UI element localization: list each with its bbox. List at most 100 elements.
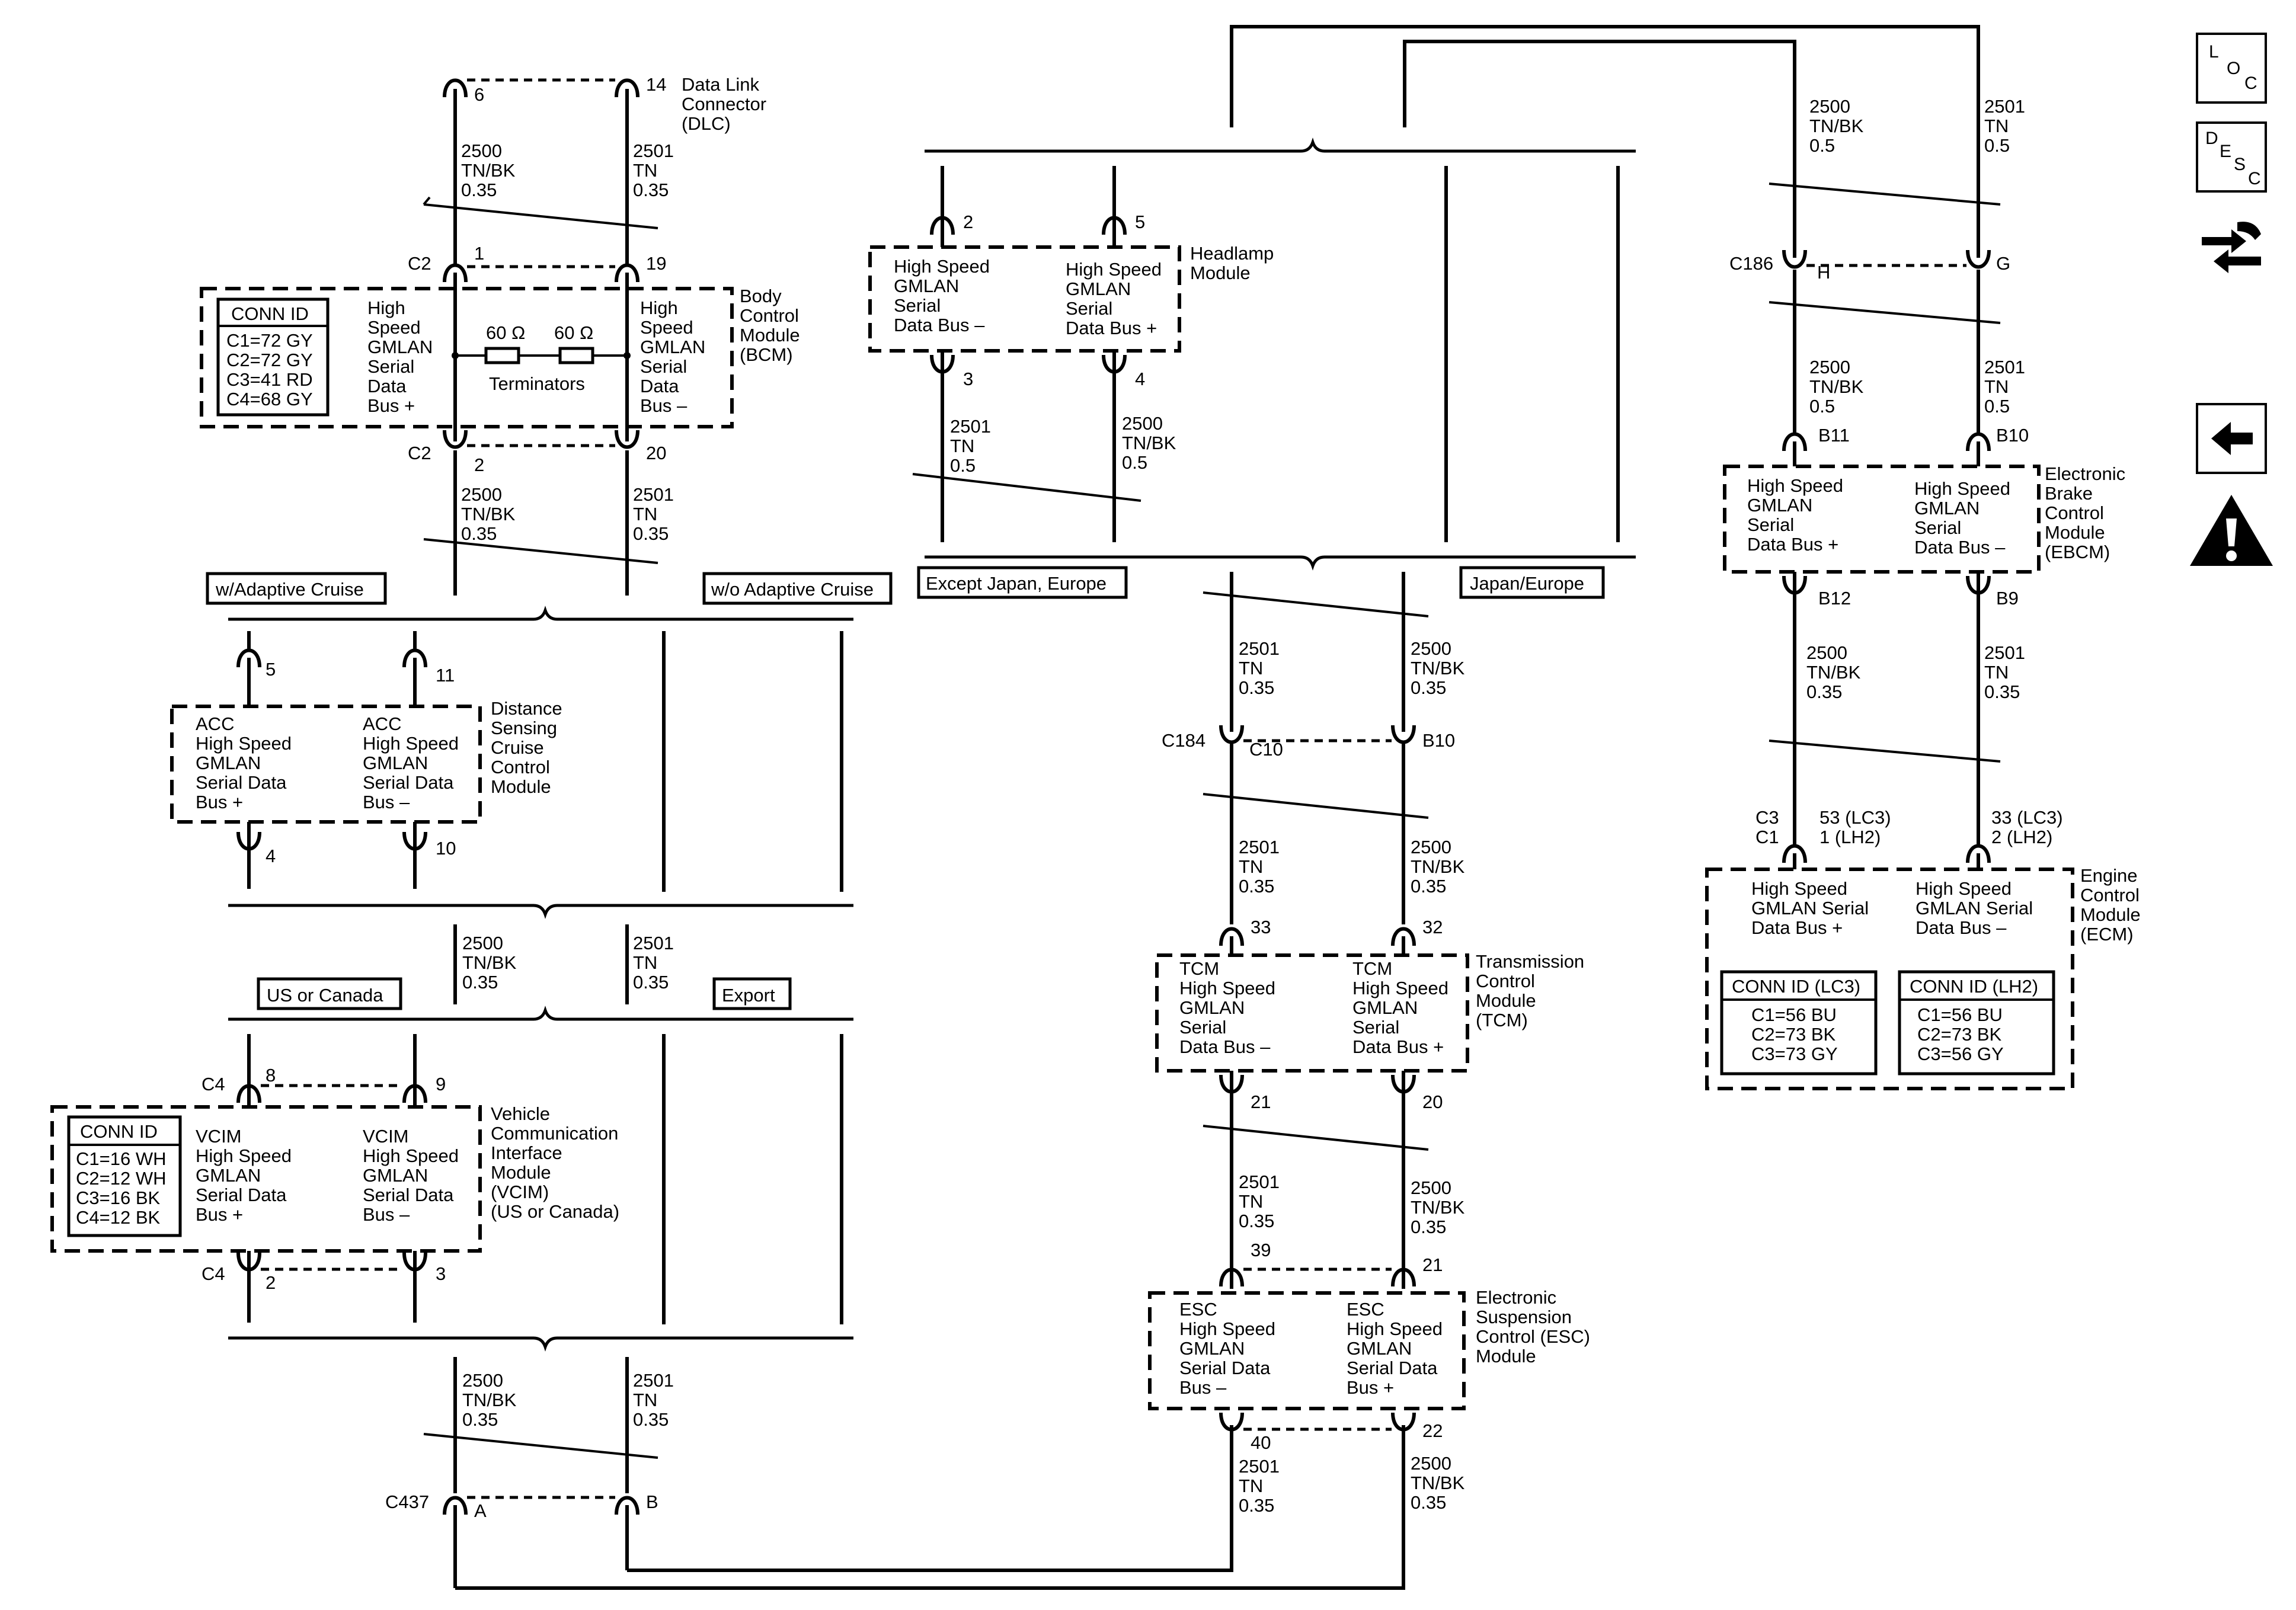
connector-transfer-icon[interactable]	[2196, 210, 2267, 281]
dlc-pin-14: 14	[646, 74, 666, 95]
option-japan: Japan/Europe	[1470, 573, 1584, 594]
desc-letter-s: S	[2234, 155, 2246, 174]
bcm-module: C2 1 19 CONN ID C1=72 GY C2=72 GY C3=41 …	[200, 243, 800, 475]
option-bracket-region	[228, 1006, 853, 1021]
option-export-box	[712, 977, 792, 1010]
ecm-conn-lh2-c2: C2=73 BK	[1917, 1024, 2002, 1045]
bcm-resistor-1	[484, 347, 520, 364]
option-bracket-lamp-end	[925, 555, 1636, 571]
headlamp-pin-2: 2	[963, 212, 973, 232]
bcm-pin-20: 20	[646, 443, 666, 463]
option-adaptive-box	[206, 572, 387, 605]
bcm-conn-c2: C2=72 GY	[226, 350, 313, 370]
c437-pin-b: B	[646, 1491, 658, 1512]
option-bracket-adaptive	[228, 606, 853, 621]
bcm-pin-1: 1	[474, 243, 484, 264]
vcim-conn-c3: C3=16 BK	[76, 1188, 161, 1208]
esc-pin-21: 21	[1422, 1254, 1443, 1275]
option-no-adaptive-box	[702, 572, 893, 605]
bcm-conn-title: CONN ID	[231, 303, 309, 324]
esc-pin-39: 39	[1251, 1240, 1271, 1260]
headlamp-pin-3: 3	[963, 369, 973, 389]
vcim-conn-title: CONN ID	[80, 1121, 158, 1142]
c186-pin-g: G	[1996, 253, 2010, 274]
option-no-adaptive: w/o Adaptive Cruise	[711, 579, 874, 600]
vcim-pin-3: 3	[436, 1263, 446, 1284]
dscm-pin-11: 11	[436, 665, 455, 686]
loc-letter-c: C	[2244, 73, 2257, 93]
vcim-pin-2: 2	[266, 1272, 276, 1293]
ecm-conn-lc3-c3: C3=73 GY	[1751, 1044, 1838, 1064]
dscm-pin-4: 4	[266, 846, 276, 866]
vcim-conn-c2: C2=12 WH	[76, 1168, 166, 1189]
c186-pin-h: H	[1817, 262, 1830, 283]
bcm-pin-2: 2	[474, 454, 484, 475]
option-bracket-region-end	[228, 1336, 853, 1352]
dlc-pin-6: 6	[474, 84, 484, 105]
vcim-conn-bot: C4	[202, 1263, 225, 1284]
vcim-conn-top: C4	[202, 1074, 225, 1094]
bcm-conn-c3: C3=41 RD	[226, 369, 313, 390]
vcim-conn-c4: C4=12 BK	[76, 1207, 161, 1228]
vcim-module: C4 8 9 CONN ID C1=16 WH C2=12 WH C3=16 B…	[50, 1065, 619, 1293]
ecm-conn-lh2-c1: C1=56 BU	[1917, 1004, 2003, 1025]
bcm-conn-top: C2	[408, 253, 431, 274]
option-except-japan: Except Japan, Europe	[926, 573, 1107, 594]
loc-button[interactable]: L O C	[2196, 33, 2267, 104]
ecm-conn-lh2-title: CONN ID (LH2)	[1910, 976, 2038, 997]
ecm-conn-lc3-c1: C1=56 BU	[1751, 1004, 1837, 1025]
esc-pin-22: 22	[1422, 1420, 1443, 1441]
ebcm-pin-b11: B11	[1818, 425, 1850, 446]
c186-name: C186	[1729, 253, 1773, 274]
c437-name: C437	[385, 1491, 429, 1512]
ecm-conn-lc3-title: CONN ID (LC3)	[1732, 976, 1860, 997]
bcm-terminators-label: Terminators	[489, 373, 585, 394]
option-adaptive: w/Adaptive Cruise	[215, 579, 364, 600]
back-arrow-icon	[2211, 422, 2253, 455]
option-us-canada: US or Canada	[267, 985, 383, 1006]
tcm-pin-20: 20	[1422, 1092, 1443, 1112]
tcm-pin-32: 32	[1422, 917, 1443, 937]
desc-letter-e: E	[2220, 142, 2232, 161]
ebcm-pin-b10: B10	[1996, 425, 2029, 446]
desc-letter-d: D	[2205, 129, 2218, 148]
c437-connector: C437 A B	[385, 1491, 658, 1521]
bcm-resistor-2	[558, 347, 594, 364]
back-button[interactable]	[2196, 403, 2267, 474]
bcm-conn-c4: C4=68 GY	[226, 389, 313, 409]
tcm-pin-33: 33	[1251, 917, 1271, 937]
desc-button[interactable]: D E S C	[2196, 121, 2267, 193]
warning-icon[interactable]	[2187, 492, 2276, 569]
tcm-pin-21: 21	[1251, 1092, 1271, 1112]
option-us-canada-box	[257, 977, 402, 1010]
